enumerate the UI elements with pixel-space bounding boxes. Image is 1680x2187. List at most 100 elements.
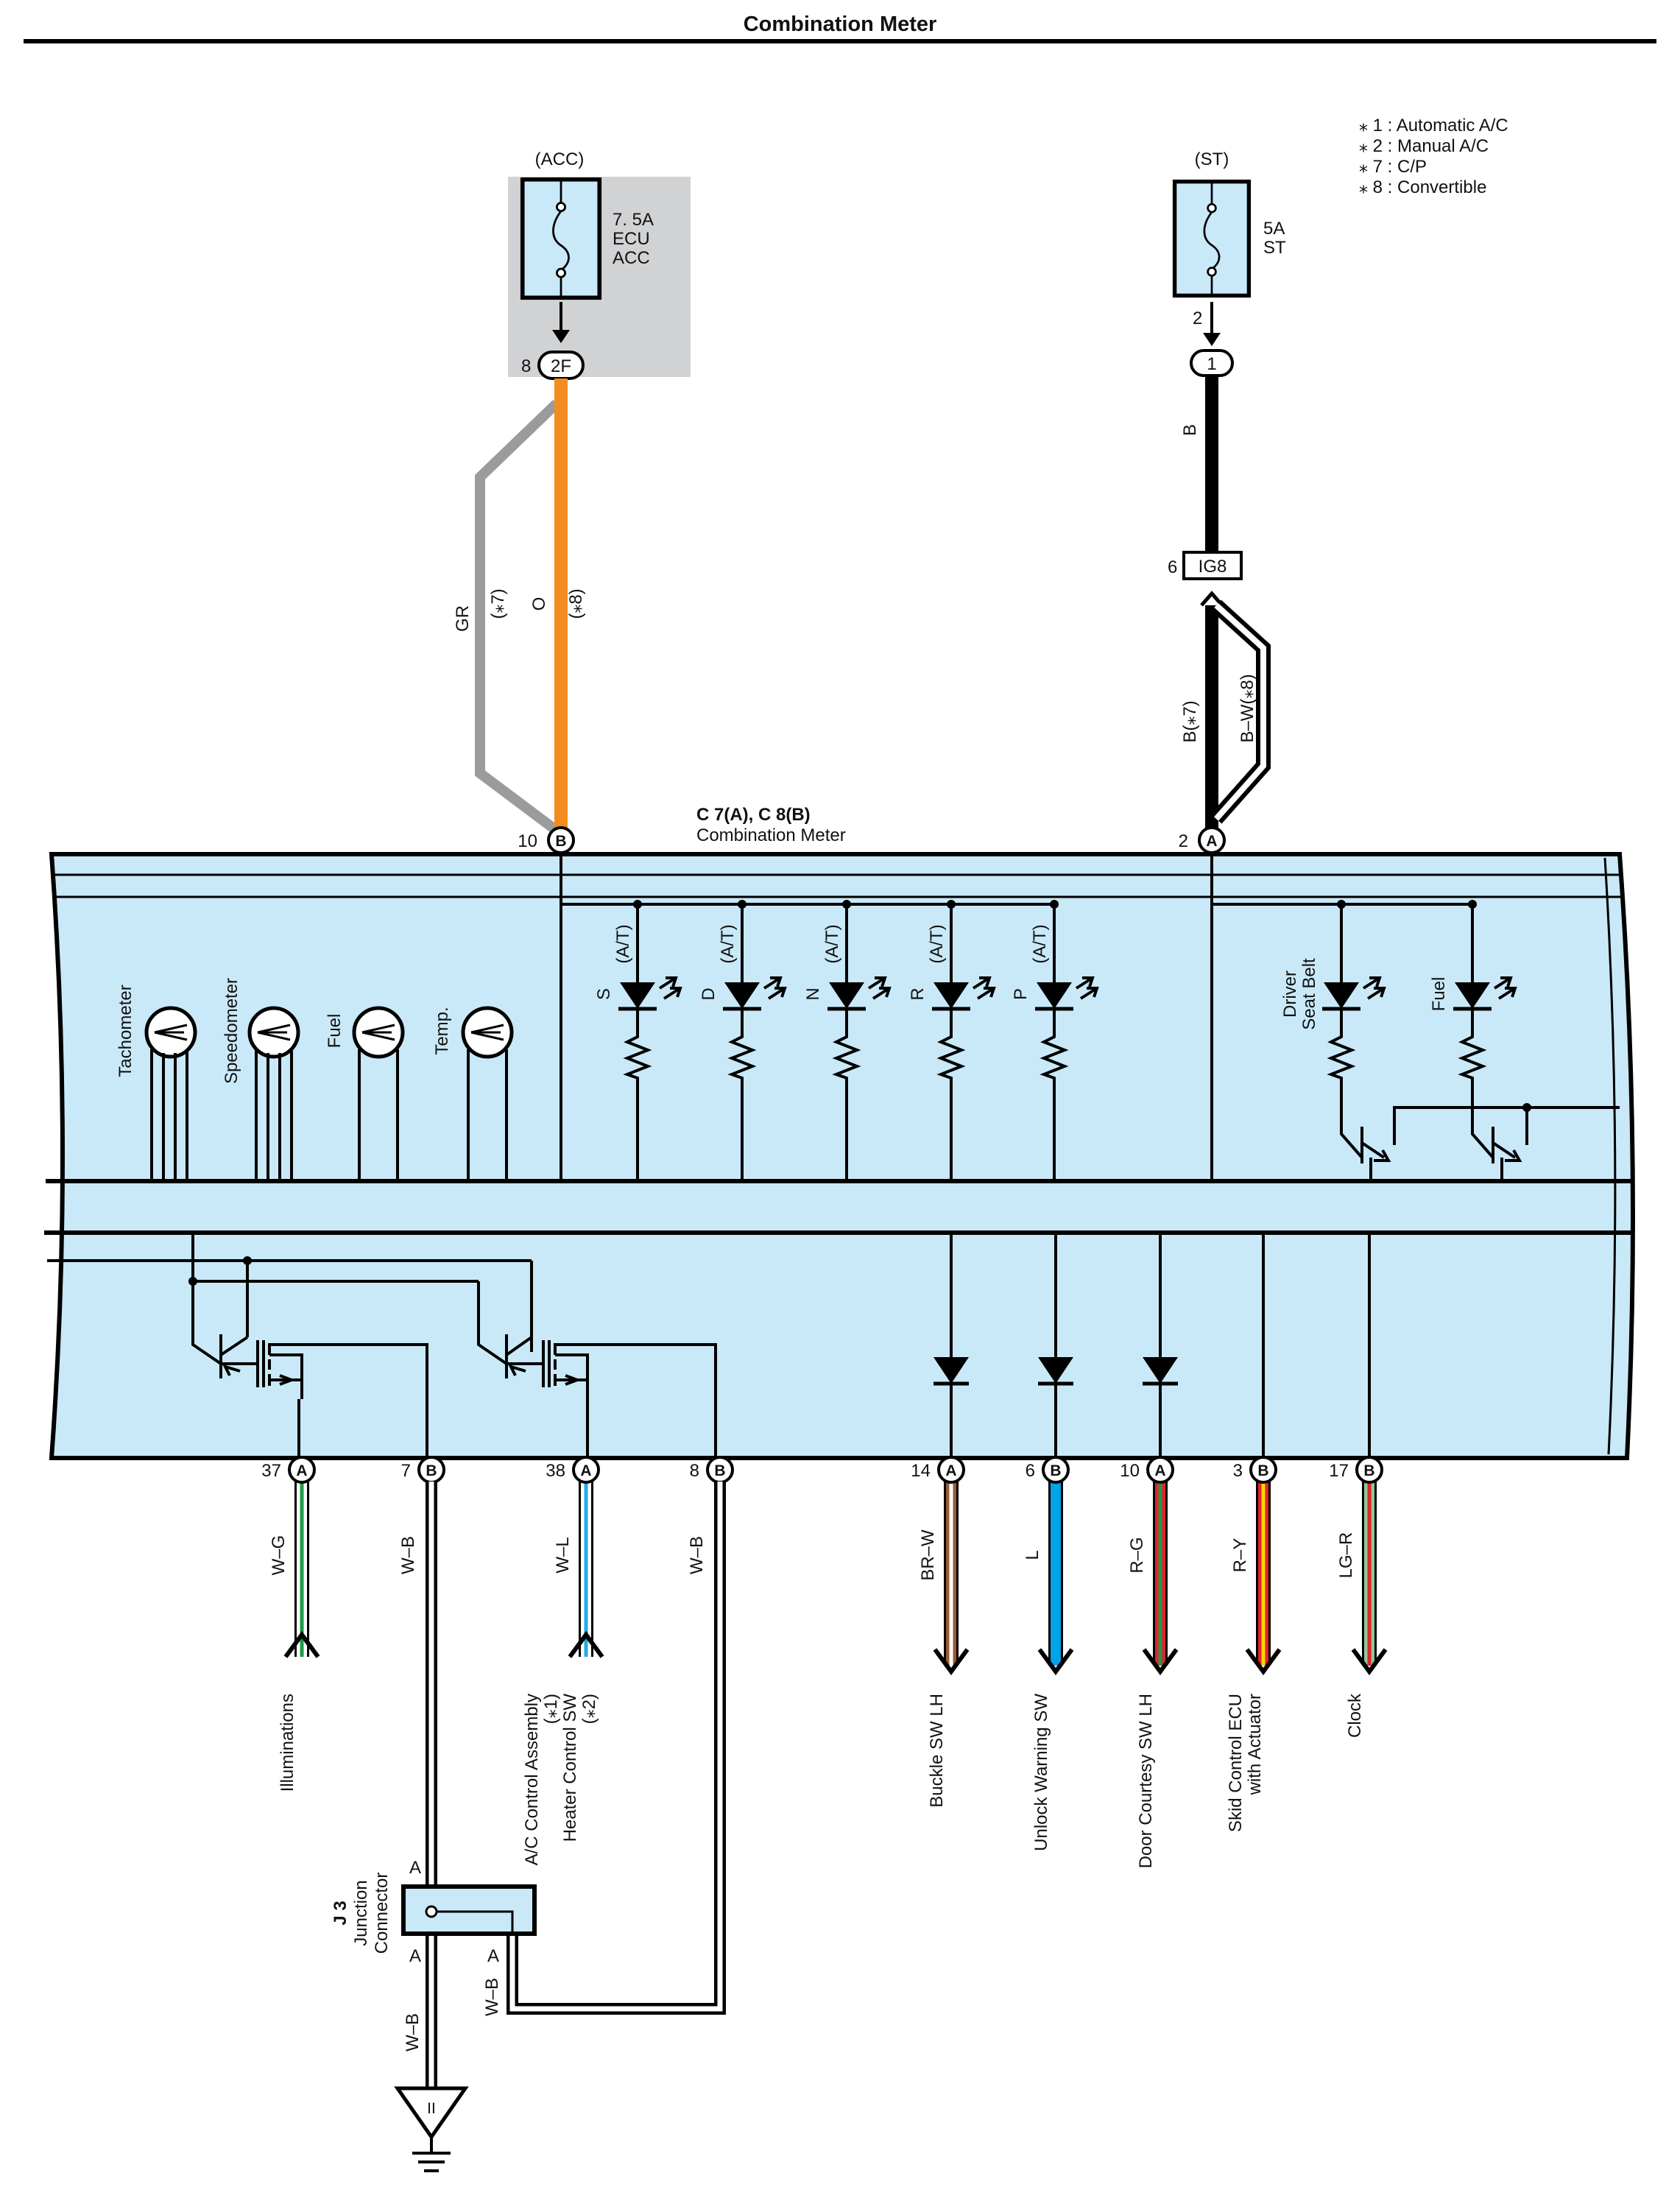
wire-o-label: O [529, 597, 549, 611]
st-supply-label: (ST) [1195, 149, 1229, 169]
st-fuse-rating: 5A [1263, 219, 1285, 239]
ig8-pin: 6 [1168, 557, 1177, 577]
top-pin-2-conn: A [1206, 833, 1217, 850]
temp-gauge-icon [463, 1008, 512, 1057]
tachometer-label: Tachometer [116, 985, 135, 1077]
wire-code-label: BR–W [918, 1529, 938, 1581]
bottom-pin-6 [1042, 1456, 1070, 1484]
led-p: P (A/T) [1011, 900, 1097, 1181]
acc-fuse-icon [523, 180, 600, 298]
wire-code-label: R–G [1127, 1537, 1147, 1573]
bottom-pin-3 [1249, 1456, 1277, 1484]
acc-fuse-block: (ACC) 7. 5A ECU ACC 8 2F [508, 149, 691, 380]
note-1: ⁎ 1 : Automatic A/C [1359, 116, 1508, 135]
bottom-pin-conn: A [945, 1462, 956, 1479]
bottom-pin-group-1: B7W–B [398, 1456, 445, 1574]
ground-label: II [427, 2100, 436, 2117]
bottom-pin-group-3: B8W–B [687, 1456, 734, 1574]
wire-4-arrow-icon [933, 1648, 970, 1676]
led-p-note: (A/T) [1030, 924, 1050, 963]
st-connector-label: 1 [1207, 354, 1216, 374]
junction-pin-right: A [487, 1946, 499, 1966]
seatbelt-transistor-icon [1340, 1082, 1391, 1163]
st-fuse-name: ST [1263, 238, 1286, 258]
led-r: R (A/T) [908, 900, 994, 1181]
junction-wire-left: W–B [403, 2013, 423, 2052]
wire-o-note: (⁎8) [566, 588, 586, 619]
bottom-pin-number: 38 [546, 1461, 565, 1481]
junction-id: J 3 [331, 1901, 350, 1925]
junction-wire-right: W–B [482, 1978, 502, 2016]
fuel-transistor-icon [1471, 1082, 1522, 1163]
ig8-tag [1182, 551, 1243, 580]
wire-5-arrow-icon [1037, 1648, 1074, 1676]
st-fuse-icon [1175, 182, 1249, 296]
bottom-pin-conn: B [1050, 1462, 1061, 1479]
meter-subtitle: Combination Meter [696, 825, 846, 845]
led-s-note: (A/T) [613, 924, 633, 963]
illumination-drivers [47, 1233, 717, 1458]
bottom-pin-number: 37 [261, 1461, 281, 1481]
junction-box [401, 1884, 537, 1936]
junction-pin-left: A [409, 1946, 421, 1966]
bottom-pin-conn: A [296, 1462, 307, 1479]
wire-gr [475, 399, 560, 835]
wire-code-label: W–B [398, 1536, 418, 1574]
bottom-pin-number: 3 [1233, 1461, 1243, 1481]
led-p-label: P [1011, 988, 1031, 1000]
bottom-pin-38 [572, 1456, 600, 1484]
wire-0-arrow-icon [283, 1630, 320, 1658]
destination-label: Unlock Warning SW [1031, 1694, 1051, 1851]
wire-b7-label: B(⁎7) [1180, 700, 1200, 742]
wire-8-arrow-icon [1351, 1648, 1388, 1676]
destination-label: (⁎2) [579, 1694, 599, 1724]
wire-code-label: W–L [553, 1537, 573, 1573]
acc-fuse-name-1: ECU [613, 229, 650, 249]
led-n-label: N [803, 987, 823, 1000]
ground-icon [394, 2086, 469, 2141]
bottom-pin-number: 14 [911, 1461, 931, 1481]
wire-2-arrow-icon [568, 1630, 604, 1658]
ground-symbol [412, 2137, 451, 2172]
top-pin-2-number: 2 [1179, 831, 1188, 851]
note-4: ⁎ 8 : Convertible [1359, 177, 1486, 197]
wire-code-label: R–Y [1230, 1538, 1250, 1573]
top-pin-10-number: 10 [518, 831, 537, 851]
wire-bw8-label: B–W(⁎8) [1238, 674, 1257, 742]
wire-b-label: B [1180, 424, 1200, 436]
top-pin-10-conn: B [555, 833, 566, 850]
led-r-note: (A/T) [927, 924, 947, 963]
wire-7-arrow-icon [1245, 1648, 1282, 1676]
bottom-pin-number: 7 [401, 1461, 411, 1481]
st-fuse-pin: 2 [1193, 309, 1202, 328]
destination-label: Heater Control SW [560, 1694, 580, 1842]
junction-name-1: Junction [351, 1880, 371, 1945]
led-n: N (A/T) [803, 900, 889, 1181]
seatbelt-led-label-1: Driver [1280, 971, 1300, 1018]
bottom-pin-conn: B [714, 1462, 725, 1479]
bottom-pin-17 [1355, 1456, 1383, 1484]
destination-label: with Actuator [1245, 1694, 1265, 1795]
meter-title: C 7(A), C 8(B) [696, 805, 811, 825]
led-s-label: S [594, 988, 614, 1000]
led-r-label: R [908, 987, 928, 1000]
destination-label: A/C Control Assembly [522, 1694, 542, 1865]
led-d-note: (A/T) [718, 924, 738, 963]
transistor-2-icon [477, 1281, 533, 1378]
meter-body [49, 852, 1635, 1460]
acc-connector-label: 2F [551, 356, 571, 376]
junction-connector-j3: A A A J 3 Junction Connector W–B W–B II [331, 1482, 726, 2172]
ig8-label: IG8 [1199, 557, 1227, 577]
acc-fuse-rating: 7. 5A [613, 210, 654, 230]
acc-fuse-name-2: ACC [613, 248, 650, 268]
wire-code-label: W–B [687, 1536, 707, 1574]
fuel-led-label: Fuel [1429, 977, 1449, 1012]
acc-arrow-icon [552, 330, 570, 343]
destination-label: Clock [1345, 1693, 1365, 1738]
